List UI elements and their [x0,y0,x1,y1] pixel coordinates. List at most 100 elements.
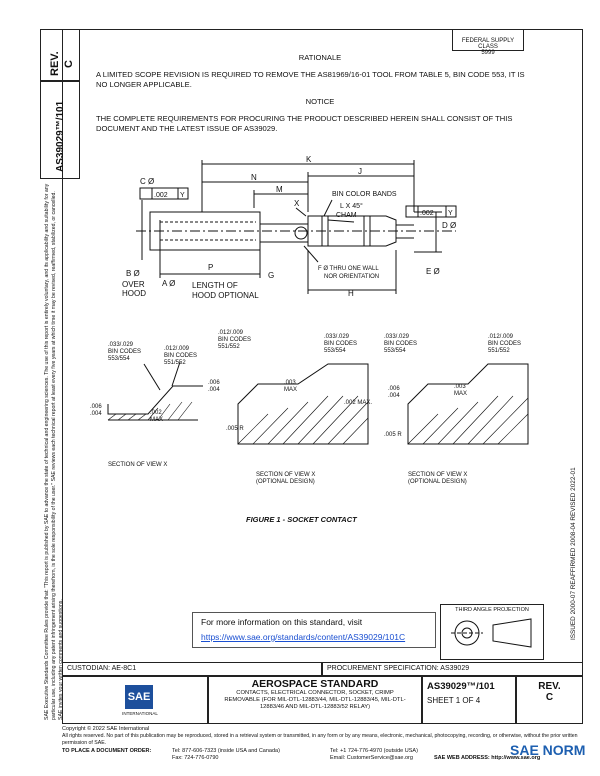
rights: All rights reserved. No part of this pub… [62,733,578,746]
tel-2: Tel: +1 724-776-4970 (outside USA) [330,748,418,754]
figure-caption: FIGURE 1 - SOCKET CONTACT [246,515,357,524]
dim-c: C Ø [140,177,154,186]
notice-title: NOTICE [305,97,335,106]
email: Email: CustomerService@sae.org [330,755,413,761]
info-text: For more information on this standard, v… [201,617,363,627]
dim-g: G [268,271,274,280]
dates-vertical: ISSUED 2000-07 REAFFIRMED 2008-04 REVISE… [570,467,577,640]
order-label: TO PLACE A DOCUMENT ORDER: [62,748,152,754]
view-x: X [294,199,300,208]
dim-m: M [276,185,283,194]
standard-link[interactable]: https://www.sae.org/standards/content/AS… [201,632,406,642]
dim-f-2: NOR ORIENTATION [324,274,379,280]
logo-box: SAE INTERNATIONAL [62,676,208,724]
right-r1: .006 [388,386,400,392]
left-max-b: MAX [150,417,163,423]
rev-value-footer: C [545,692,554,703]
dim-d: D Ø [442,221,456,230]
doc-number: AS39029™/101 [427,681,495,692]
web-address: SAE WEB ADDRESS: http://www.sae.org [434,755,541,761]
rev-box-footer: REV. C [516,676,583,724]
left-r1b: .004 [90,411,102,417]
right-max1: .003 [454,384,466,390]
third-angle-symbol [451,618,532,648]
right-bin-a-1: .033/.029 [384,334,410,340]
dim-f-1: F Ø THRU ONE WALL [318,266,379,272]
right-max1b: MAX [454,391,467,397]
dim-e: E Ø [426,267,440,276]
bin-color-bands: BIN COLOR BANDS [332,191,397,198]
rev-label-footer: REV. [538,681,561,692]
dim-a: A Ø [162,279,175,288]
mid-title-1: SECTION OF VIEW X [256,472,315,478]
left-bin-b-1: .012/.009 [164,346,190,352]
socket-contact-drawing: K N J M X C Ø .002 Y BIN COLOR BANDS L X… [122,155,457,300]
left-bin-a-3: 553/554 [108,356,130,362]
sheet-label: SHEET 1 OF 4 [427,696,481,705]
over-hood-2: HOOD [122,289,146,298]
copyright: Copyright © 2022 SAE International [62,726,150,732]
mid-max1: .003 [284,380,296,386]
dim-k: K [306,155,312,164]
right-bin-b-1: .012/.009 [488,334,514,340]
dim-j: J [358,167,362,176]
dim-n: N [251,173,257,182]
mid-max2: .002 MAX. [344,400,372,406]
watermark: SAE NORM [510,742,586,758]
mid-r2: .005 R [226,426,244,432]
right-title-1: SECTION OF VIEW X [408,472,467,478]
chamfer-label-2: CHAM [336,212,357,219]
left-bin-a-2: BIN CODES [108,349,141,355]
right-r1b: .004 [388,393,400,399]
mid-bin-b-3: 553/554 [324,348,346,354]
right-r2: .005 R [384,432,402,438]
notice-body: THE COMPLETE REQUIREMENTS FOR PROCURING … [96,114,513,133]
mid-bin-b-2: BIN CODES [324,341,357,347]
dim-h: H [348,289,354,298]
mid-r1b: .004 [208,387,220,393]
length-hood-2: HOOD OPTIONAL [192,291,259,300]
mid-bin-a-2: BIN CODES [218,337,251,343]
rationale-title: RATIONALE [298,53,342,62]
length-hood-1: LENGTH OF [192,281,238,290]
tel-1: Tel: 877-606-7323 (inside USA and Canada… [172,748,280,754]
chamfer-label: L X 45° [340,202,363,210]
left-r1: .006 [90,404,102,410]
datum-y-right: Y [448,210,453,217]
dim-b: B Ø [126,269,140,278]
right-title-2: (OPTIONAL DESIGN) [408,479,467,485]
left-bin-a-1: .033/.029 [108,342,134,348]
left-title: SECTION OF VIEW X [108,462,167,468]
info-box: For more information on this standard, v… [192,612,436,648]
mid-bin-a-3: 551/552 [218,344,240,350]
right-bin-b-3: 551/552 [488,348,510,354]
right-bin-b-2: BIN CODES [488,341,521,347]
docnum-box: AS39029™/101 SHEET 1 OF 4 [422,676,516,724]
sae-logo-sub: INTERNATIONAL [122,711,158,716]
rev-label-vertical: REV. [49,51,61,76]
dim-p: P [208,263,213,272]
doc-number-vertical: AS39029™/101 [55,100,66,172]
left-bin-b-2: BIN CODES [164,353,197,359]
docnum-box-left: AS39029™/101 [40,81,80,179]
rev-value-vertical: C [63,60,75,68]
tol-left: .002 [154,192,168,199]
left-max: .002 [150,410,162,416]
third-angle-label: THIRD ANGLE PROJECTION [455,607,529,613]
legal-vertical: SAE Executive Standards Committee Rules … [44,183,64,720]
mid-r1: .006 [208,380,220,386]
procurement-box: PROCUREMENT SPECIFICATION: AS39029 [322,662,583,676]
mid-max1b: MAX [284,387,297,393]
over-hood-1: OVER [122,280,145,289]
rev-box-left: REV. C [40,29,80,81]
right-bin-a-2: BIN CODES [384,341,417,347]
sae-logo: SAE [125,685,153,709]
datum-y-left: Y [180,192,185,199]
section-views: .033/.029 BIN CODES 553/554 .012/.009 BI… [90,330,529,485]
federal-supply-class: FEDERAL SUPPLY CLASS 5999 [452,29,524,56]
tol-right: .002 [420,210,434,217]
custodian-box: CUSTODIAN: AE-8C1 [62,662,322,676]
doc-subtitle: CONTACTS, ELECTRICAL CONNECTOR, SOCKET, … [224,690,406,710]
rationale-body: A LIMITED SCOPE REVISION IS REQUIRED TO … [96,70,525,89]
doc-title: AEROSPACE STANDARD [251,678,379,690]
